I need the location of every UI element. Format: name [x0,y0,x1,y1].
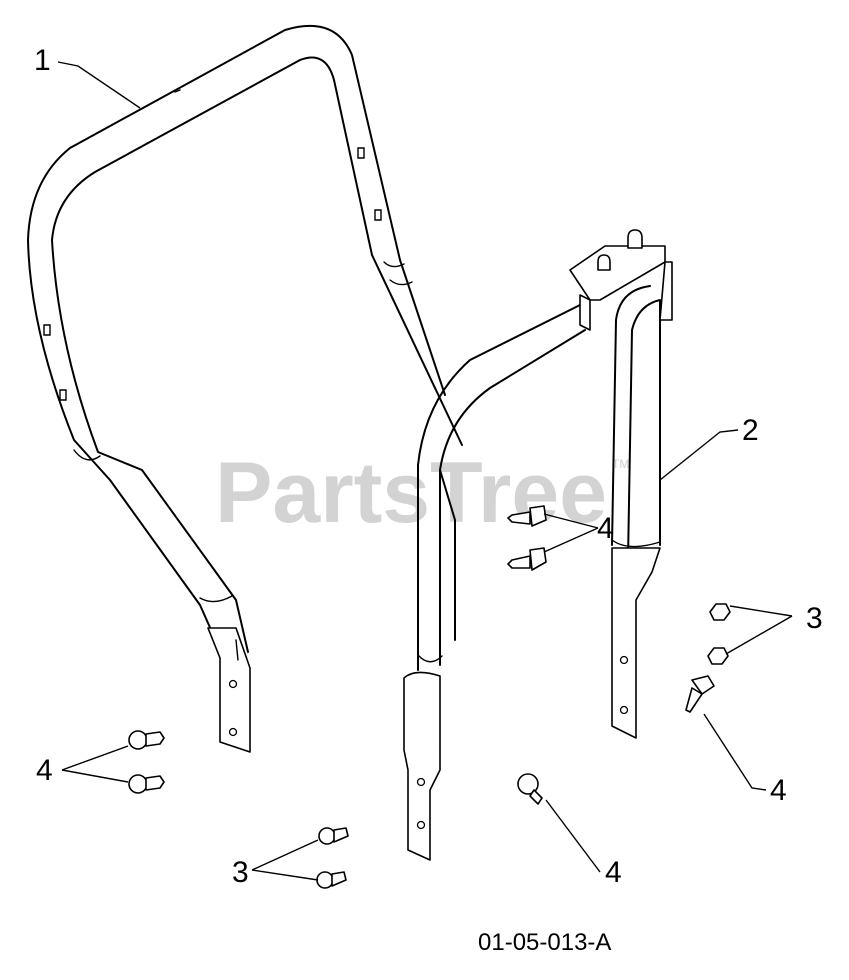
callout-3-right: 3 [806,602,823,635]
callout-4-right: 4 [770,774,787,807]
leader-4-center-b [543,527,599,553]
diagram-code: 01-05-013-A [478,929,611,956]
callout-3-bottom: 3 [232,856,249,889]
leader-4-center-a [543,513,599,529]
lower-handle-part-2 [403,229,673,861]
bolt-right-angled [685,675,715,713]
nut-bottom-upper [318,827,349,845]
leader-4-left-a [61,745,129,771]
leader-4-left-b [61,769,129,783]
leader-4-bottom [545,799,601,873]
callout-4-bottom: 4 [605,856,622,889]
leader-3-bottom-b [251,869,319,881]
callout-4-left: 4 [36,754,53,787]
leader-3-right-b [725,615,793,655]
watermark-text: PartsTree [215,445,607,541]
leader-lines [57,61,793,881]
nut-bottom-lower [316,871,347,889]
leader-2 [659,429,739,481]
callout-2: 2 [742,414,759,447]
callout-4-center: 4 [597,512,614,545]
leader-3-bottom-a [251,839,319,871]
bolt-left-lower [128,774,165,794]
bolt-center-lower [507,547,547,571]
callout-1: 1 [34,44,51,77]
leader-3-right-a [729,605,793,617]
bolt-bottom-center [517,773,543,805]
bolt-left-upper [128,730,165,750]
leader-1 [57,61,141,109]
nut-right-upper [709,603,731,621]
nut-right-lower [707,647,729,665]
watermark-trademark: TM [612,457,629,471]
leader-4-right [703,713,767,791]
upper-handle-part-1 [27,24,463,753]
bolt-center-upper [507,505,547,527]
